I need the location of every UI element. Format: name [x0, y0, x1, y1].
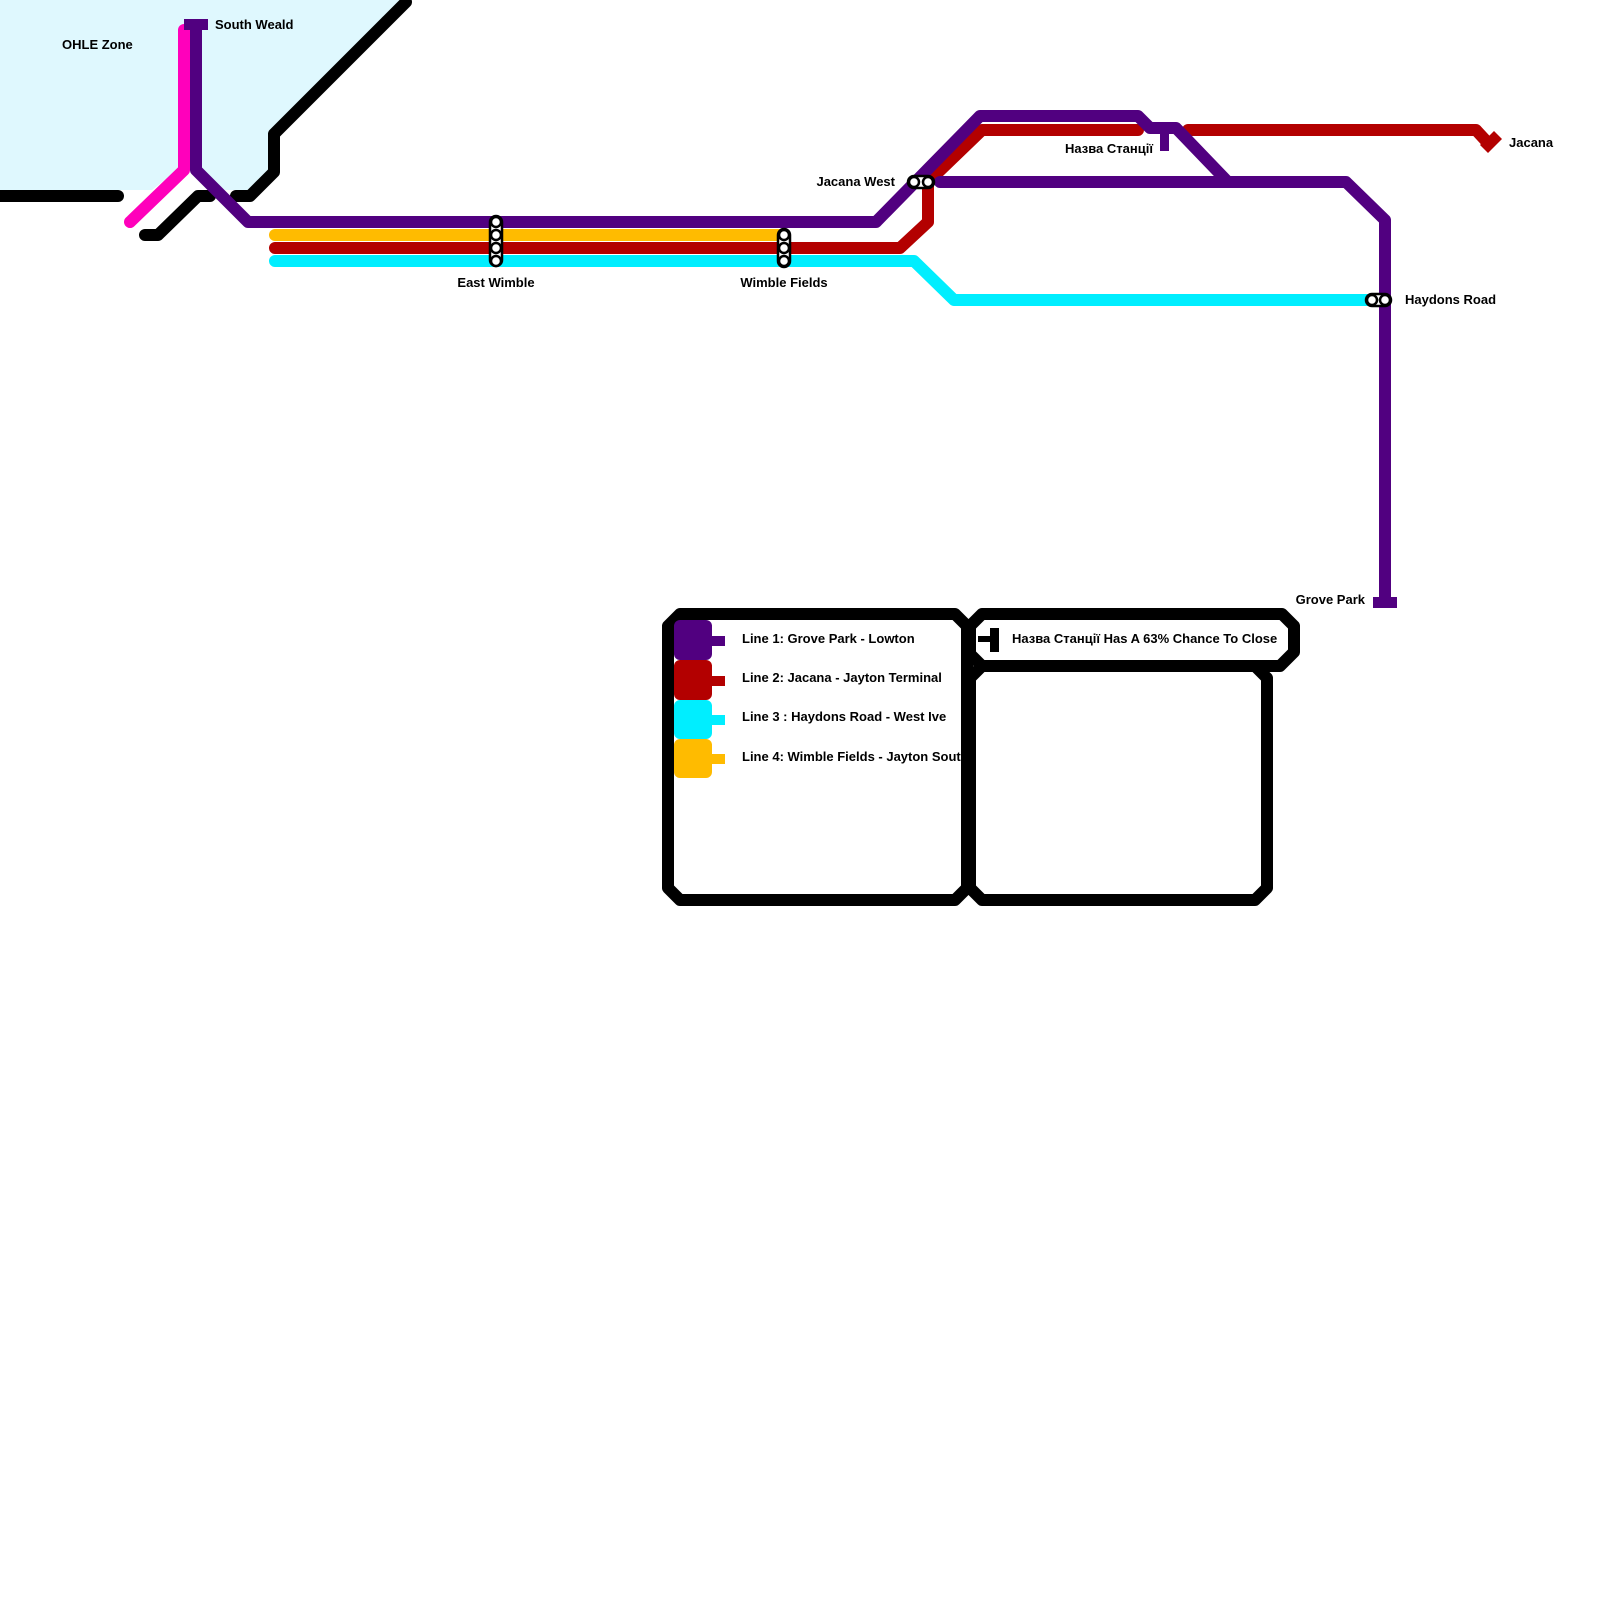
station-jacana-west[interactable] [906, 174, 936, 190]
empty-box [964, 660, 1273, 906]
notice-connector [978, 636, 994, 642]
line-2-east [1182, 124, 1494, 149]
legend-item-line-2: Line 2: Jacana - Jayton Terminal [674, 660, 942, 700]
legend-label: Line 3 : Haydons Road - West Ive [742, 709, 946, 724]
legend-swatch [674, 660, 712, 700]
legend-item-line-1: Line 1: Grove Park - Lowton [674, 620, 915, 660]
legend-item-line-3: Line 3 : Haydons Road - West Ive [674, 700, 946, 739]
station-haydons-road[interactable] [1364, 292, 1393, 308]
station-label-haydons-road: Haydons Road [1405, 292, 1496, 307]
grove-park-terminus-cap [1373, 597, 1397, 608]
line-3 [269, 255, 1378, 306]
legend-label: Line 1: Grove Park - Lowton [742, 631, 915, 646]
ohle-zone-label: OHLE Zone [62, 37, 133, 52]
magenta-line [124, 24, 190, 228]
legend-label: Line 4: Wimble Fields - Jayton Sout [742, 749, 961, 764]
black-line-middle [139, 190, 216, 241]
legend-swatch [674, 700, 712, 739]
south-weald-terminus-cap [184, 19, 208, 30]
line-2 [269, 124, 1144, 254]
notice-text: Назва Станції Has A 63% Chance To Close [1012, 631, 1277, 646]
station-label-wimble-fields: Wimble Fields [740, 275, 827, 290]
station-label-nazva: Назва Станції [1065, 141, 1153, 156]
jacana-terminus-cap [1480, 131, 1502, 153]
black-line-north [230, 0, 412, 202]
legend-label: Line 2: Jacana - Jayton Terminal [742, 670, 942, 685]
legend-swatch [674, 620, 712, 660]
station-label-jacana: Jacana [1509, 135, 1554, 150]
line-1-east [934, 176, 1391, 608]
station-label-jacana-west: Jacana West [816, 174, 895, 189]
station-label-east-wimble: East Wimble [457, 275, 534, 290]
notice-box [964, 608, 1300, 672]
notice-station-tick [990, 628, 999, 652]
station-east-wimble[interactable] [488, 214, 504, 268]
station-wimble-fields[interactable] [776, 227, 792, 269]
station-label-grove-park: Grove Park [1296, 592, 1366, 607]
legend-swatch [674, 739, 712, 778]
station-label-south-weald: South Weald [215, 17, 294, 32]
legend-item-line-4: Line 4: Wimble Fields - Jayton Sout [674, 739, 961, 778]
nazva-station-tick [1160, 128, 1169, 151]
legend-box [662, 608, 973, 906]
